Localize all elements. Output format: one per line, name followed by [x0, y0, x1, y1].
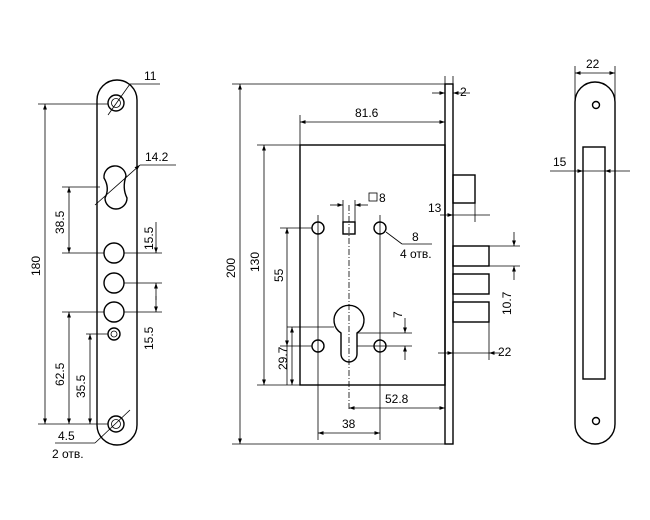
- side-plate-outline: [574, 81, 616, 445]
- top-mounting-hole: [107, 94, 125, 112]
- strike-plate-view: 11 14.2 180 38.5 15.5 15.5 62.5 35.5: [29, 69, 176, 461]
- dim-backset: 81.6: [355, 106, 379, 120]
- lock-body-view: 200 2 81.6 8 130 8 4 отв. 13: [224, 76, 520, 445]
- dim-latch-depth: 13: [428, 201, 442, 215]
- dim-lower-offset-b: 35.5: [74, 374, 88, 398]
- dim-faceplate: 2: [460, 85, 467, 99]
- dim-height: 180: [29, 256, 43, 276]
- small-hole: [107, 327, 121, 341]
- dim-38: 38: [342, 417, 356, 431]
- dim-7: 7: [391, 311, 405, 318]
- lock-case: [299, 144, 446, 386]
- dim-29-7: 29.7: [276, 346, 290, 370]
- strike-plate-outline: [96, 79, 138, 446]
- dead-bolt: [452, 273, 490, 295]
- side-view: 22 15: [550, 57, 630, 445]
- dim-22: 22: [498, 345, 512, 359]
- dim-screw-holes: 8: [412, 230, 419, 244]
- bolt-hole: [103, 301, 125, 323]
- dim-slot: 14.2: [145, 150, 169, 164]
- dim-screw-count: 4 отв.: [400, 247, 432, 261]
- dim-52-8: 52.8: [385, 392, 409, 406]
- latch-bolt: [452, 174, 476, 204]
- dim-total-height: 200: [224, 258, 238, 278]
- dim-10-7: 10.7: [500, 291, 514, 315]
- dim-case-height: 130: [248, 252, 262, 272]
- dim-hole-diameter: 4.5: [58, 429, 75, 443]
- dim-side-width: 22: [586, 57, 600, 71]
- dim-lower-offset-a: 62.5: [53, 362, 67, 386]
- dim-side-inner: 15: [553, 155, 567, 169]
- side-body: [582, 146, 606, 380]
- dim-upper-offset: 38.5: [53, 210, 67, 234]
- side-bottom-hole: [591, 416, 601, 426]
- bolt-hole: [103, 272, 125, 294]
- bolt-hole: [103, 242, 125, 264]
- dim-pitch-upper: 15.5: [142, 226, 156, 250]
- dim-hole-count: 2 отв.: [52, 447, 84, 461]
- dim-top-hole: 11: [144, 69, 157, 83]
- faceplate: [444, 83, 454, 445]
- cylinder-cutout: [333, 304, 365, 363]
- dead-bolt: [452, 301, 490, 323]
- side-top-hole: [591, 100, 601, 110]
- dead-bolt: [452, 245, 490, 267]
- dim-55: 55: [272, 268, 286, 282]
- dim-square: 8: [379, 191, 386, 205]
- latch-slot: [103, 165, 128, 210]
- dim-pitch-lower: 15.5: [142, 326, 156, 350]
